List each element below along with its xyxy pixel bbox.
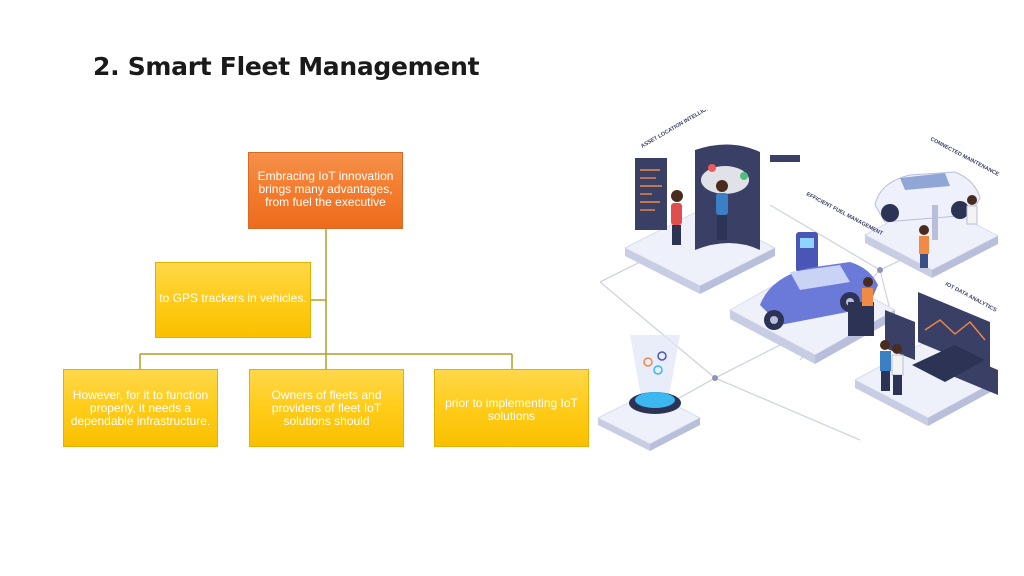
platform-iot-device [596,335,702,451]
org-node-child-1-text: However, for it to function properly, it… [70,388,211,428]
label-connected-maintenance: CONNECTED MAINTENANCE [929,136,1000,178]
org-node-child-2: Owners of fleets and providers of fleet … [249,369,404,447]
platform-data-analytics [853,292,1000,426]
org-node-assistant-text: to GPS trackers in vehicles. [159,290,307,305]
label-asset-location: ASSET LOCATION INTELLIGENCE [640,110,721,150]
org-node-child-1: However, for it to function properly, it… [63,369,218,447]
org-node-child-3-text: prior to implementing IoT solutions [445,396,578,423]
platform-fuel-management [728,232,897,364]
smart-fleet-illustration: ASSET LOCATION INTELLIGENCE CONNECTED MA… [596,110,1000,451]
org-node-child-2-text: Owners of fleets and providers of fleet … [271,388,382,428]
platform-connected-maintenance [863,171,1000,278]
slide-title: 2. Smart Fleet Management [93,52,480,81]
org-node-top: Embracing IoT innovation brings many adv… [248,152,403,229]
org-chart-connectors [139,229,513,369]
platform-asset-location [623,144,800,294]
org-node-child-3: prior to implementing IoT solutions [434,369,589,447]
org-node-assistant: to GPS trackers in vehicles. [155,262,311,338]
org-node-top-text: Embracing IoT innovation brings many adv… [257,169,394,209]
label-fuel-management: EFFICIENT FUEL MANAGEMENT [805,191,884,237]
